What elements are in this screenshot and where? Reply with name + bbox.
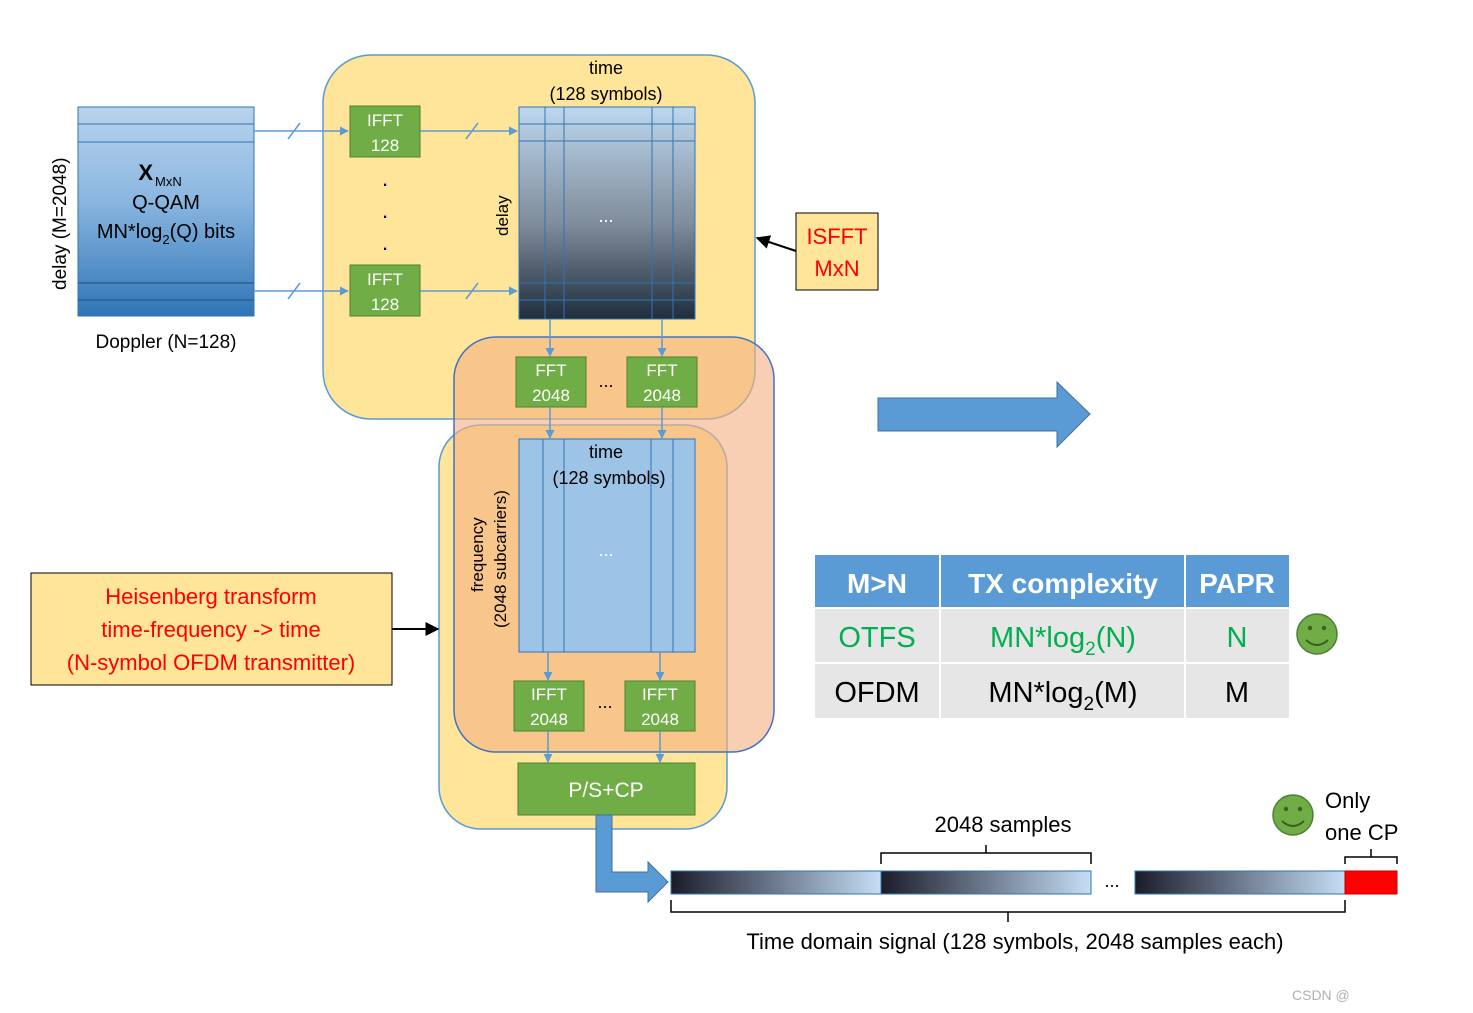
signal-symbol-2 [880, 870, 1092, 895]
isfft-callout: ISFFT MxN [755, 212, 879, 291]
signal-caption: Time domain signal (128 symbols, 2048 sa… [746, 929, 1283, 954]
big-right-arrow [877, 380, 1091, 449]
svg-text:time-frequency -> time: time-frequency -> time [101, 617, 320, 642]
svg-text:MxN: MxN [814, 256, 859, 281]
isfft-grid-symbols-label: (128 symbols) [549, 84, 662, 104]
svg-text:(N-symbol OFDM transmitter): (N-symbol OFDM transmitter) [67, 650, 355, 675]
ifft-to-grid-arrows [420, 122, 518, 300]
fft-to-freq-grid-arrows [545, 407, 667, 439]
svg-text:ISFFT: ISFFT [806, 224, 867, 249]
doppler-axis-label: Doppler (N=128) [96, 332, 237, 353]
ifft-2048-ellipsis: ... [597, 692, 612, 712]
svg-text:Heisenberg transform: Heisenberg transform [105, 584, 317, 609]
cyclic-prefix-block [1344, 870, 1398, 895]
matrix-x-label: X [138, 160, 153, 185]
grid-to-fft-arrows [545, 319, 667, 357]
svg-text:...: ... [598, 540, 613, 560]
frequency-time-grid: ... [518, 438, 696, 653]
table-row-otfs-complexity: MN*log2(N) [990, 622, 1136, 660]
freq-grid-time-label: time [589, 442, 623, 462]
svg-text:2048: 2048 [643, 386, 681, 405]
svg-text:128: 128 [371, 295, 399, 314]
heisenberg-callout: Heisenberg transform time-frequency -> t… [30, 572, 440, 686]
input-matrix: X MxN Q-QAM MN*log2(Q) bits [77, 106, 255, 317]
svg-text:128: 128 [371, 136, 399, 155]
freq-grid-symbols-label: (128 symbols) [552, 468, 665, 488]
svg-text:FFT: FFT [646, 361, 677, 380]
smiley-table-icon [1296, 613, 1338, 655]
ifft-to-ps-arrows [543, 731, 665, 763]
svg-text:IFFT: IFFT [367, 111, 403, 130]
svg-text:IFFT: IFFT [642, 685, 678, 704]
frequency-axis-label: frequency [468, 517, 487, 592]
ifft-128-bottom-block: IFFT 128 [349, 264, 421, 317]
svg-text:2048: 2048 [530, 710, 568, 729]
grid-to-ifft2048-arrows [543, 652, 665, 681]
signal-brace [670, 900, 1346, 922]
svg-text:2048: 2048 [532, 386, 570, 405]
vertical-dots: . . . [382, 166, 388, 255]
fft-2048-right-block: FFT 2048 [626, 356, 698, 408]
isfft-grid-delay-label: delay [493, 195, 512, 236]
svg-text:IFFT: IFFT [367, 270, 403, 289]
matrix-qam-label: Q-QAM [132, 192, 200, 214]
svg-text:2048: 2048 [641, 710, 679, 729]
time-domain-signal: ... [670, 870, 1398, 895]
comparison-table: M>N TX complexity PAPR OTFS MN*log2(N) N… [815, 555, 1289, 718]
cp-label-line1: Only [1325, 788, 1370, 813]
svg-text:.: . [382, 230, 388, 255]
fft-ellipsis: ... [598, 371, 613, 391]
svg-text:FFT: FFT [535, 361, 566, 380]
table-row-ofdm-name: OFDM [834, 677, 919, 709]
svg-text:...: ... [598, 206, 613, 226]
ps-cp-block: P/S+CP [517, 762, 696, 816]
ifft-2048-right-block: IFFT 2048 [624, 680, 696, 732]
matrix-x-subscript: MxN [155, 174, 182, 189]
samples-label: 2048 samples [935, 812, 1072, 837]
signal-symbol-1 [670, 870, 882, 895]
cp-label-line2: one CP [1325, 820, 1398, 845]
table-header-papr: PAPR [1199, 568, 1275, 599]
matrix-bits-label: MN*log2(Q) bits [97, 221, 235, 247]
delay-time-grid: ... [518, 106, 696, 320]
table-row-ofdm-complexity: MN*log2(M) [988, 677, 1137, 715]
table-header-complexity: TX complexity [968, 568, 1158, 599]
input-to-ifft-arrows [254, 122, 349, 300]
table-header-mn: M>N [847, 568, 907, 599]
svg-text:IFFT: IFFT [531, 685, 567, 704]
samples-brace [880, 845, 1092, 864]
signal-ellipsis: ... [1104, 871, 1119, 891]
svg-text:.: . [382, 166, 388, 191]
watermark: CSDN @ [1292, 987, 1350, 1003]
ifft-2048-left-block: IFFT 2048 [513, 680, 585, 732]
table-row-otfs-name: OTFS [838, 622, 915, 654]
delay-axis-label: delay (M=2048) [50, 157, 71, 290]
smiley-cp-icon [1272, 794, 1314, 836]
ifft-128-top-block: IFFT 128 [349, 105, 421, 158]
svg-text:P/S+CP: P/S+CP [568, 779, 643, 802]
isfft-grid-time-label: time [589, 58, 623, 78]
ps-to-signal-arrow [595, 814, 669, 904]
table-row-ofdm-papr: M [1225, 677, 1249, 709]
signal-symbol-last [1134, 870, 1346, 895]
cp-brace [1344, 849, 1398, 864]
svg-text:.: . [382, 198, 388, 223]
table-row-otfs-papr: N [1227, 622, 1248, 654]
fft-2048-left-block: FFT 2048 [515, 356, 587, 408]
subcarriers-axis-label: (2048 subcarriers) [491, 490, 510, 628]
